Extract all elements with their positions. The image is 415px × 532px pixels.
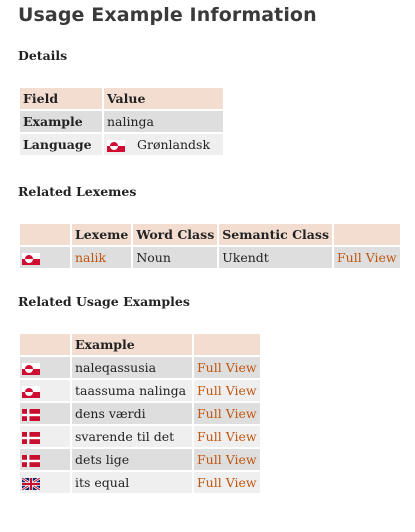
flag-cell	[20, 426, 70, 447]
details-row-example: Example nalinga	[20, 111, 223, 132]
example-cell: naleqassusia	[72, 357, 192, 378]
usage-example-row: dens værdi Full View	[20, 403, 260, 424]
usage-example-row: naleqassusia Full View	[20, 357, 260, 378]
full-view-link[interactable]: Full View	[197, 429, 257, 444]
denmark-flag-icon	[22, 454, 40, 467]
flag-cell	[20, 357, 70, 378]
example-cell: svarende til det	[72, 426, 192, 447]
details-header-row: Field Value	[20, 88, 223, 109]
link-column-header	[194, 334, 260, 355]
language-label: Grønlandsk	[136, 137, 211, 152]
field-column-header: Field	[20, 88, 102, 109]
details-table: Field Value Example nalinga Language Grø…	[18, 86, 225, 157]
usage-examples-header-row: Example	[20, 334, 260, 355]
example-cell: its equal	[72, 472, 192, 493]
usage-examples-table: Example naleqassusia Full View taassuma …	[18, 332, 262, 495]
full-view-link[interactable]: Full View	[197, 360, 257, 375]
flag-cell	[20, 380, 70, 401]
lexemes-table: Lexeme Word Class Semantic Class nalik N…	[18, 222, 402, 270]
details-heading: Details	[18, 48, 68, 63]
flag-cell	[20, 449, 70, 470]
denmark-flag-icon	[22, 431, 40, 444]
link-cell: Full View	[334, 247, 400, 268]
word-class-column-header: Word Class	[133, 224, 218, 245]
flag-cell	[20, 247, 70, 268]
lexeme-row: nalik Noun Ukendt Full View	[20, 247, 400, 268]
usage-example-row: svarende til det Full View	[20, 426, 260, 447]
link-cell: Full View	[194, 449, 260, 470]
link-cell: Full View	[194, 472, 260, 493]
full-view-link[interactable]: Full View	[197, 406, 257, 421]
usage-example-row: dets lige Full View	[20, 449, 260, 470]
full-view-link[interactable]: Full View	[197, 475, 257, 490]
uk-flag-icon	[22, 477, 40, 490]
usage-examples-heading: Related Usage Examples	[18, 294, 190, 309]
example-cell: taassuma nalinga	[72, 380, 192, 401]
link-cell: Full View	[194, 357, 260, 378]
link-cell: Full View	[194, 380, 260, 401]
value-column-header: Value	[104, 88, 223, 109]
field-value: nalinga	[104, 111, 223, 132]
greenland-flag-icon	[22, 252, 40, 265]
lexeme-cell: nalik	[72, 247, 132, 268]
example-column-header: Example	[72, 334, 192, 355]
example-cell: dens værdi	[72, 403, 192, 424]
field-label: Language	[20, 134, 102, 155]
example-cell: dets lige	[72, 449, 192, 470]
usage-example-row: taassuma nalinga Full View	[20, 380, 260, 401]
greenland-flag-icon	[22, 362, 40, 375]
language-value: Grønlandsk	[104, 134, 223, 155]
field-label: Example	[20, 111, 102, 132]
usage-example-row: its equal Full View	[20, 472, 260, 493]
flag-column-header	[20, 334, 70, 355]
lexeme-link[interactable]: nalik	[75, 250, 107, 265]
semantic-class-cell: Ukendt	[219, 247, 332, 268]
link-cell: Full View	[194, 426, 260, 447]
flag-cell	[20, 472, 70, 493]
full-view-link[interactable]: Full View	[197, 452, 257, 467]
link-cell: Full View	[194, 403, 260, 424]
word-class-cell: Noun	[133, 247, 218, 268]
semantic-class-column-header: Semantic Class	[219, 224, 332, 245]
denmark-flag-icon	[22, 408, 40, 421]
lexemes-heading: Related Lexemes	[18, 184, 137, 199]
flag-column-header	[20, 224, 70, 245]
full-view-link[interactable]: Full View	[337, 250, 397, 265]
details-row-language: Language Grønlandsk	[20, 134, 223, 155]
page-title: Usage Example Information	[18, 4, 317, 26]
full-view-link[interactable]: Full View	[197, 383, 257, 398]
link-column-header	[334, 224, 400, 245]
lexemes-header-row: Lexeme Word Class Semantic Class	[20, 224, 400, 245]
greenland-flag-icon	[22, 385, 40, 398]
flag-cell	[20, 403, 70, 424]
lexeme-column-header: Lexeme	[72, 224, 132, 245]
greenland-flag-icon	[107, 139, 125, 152]
